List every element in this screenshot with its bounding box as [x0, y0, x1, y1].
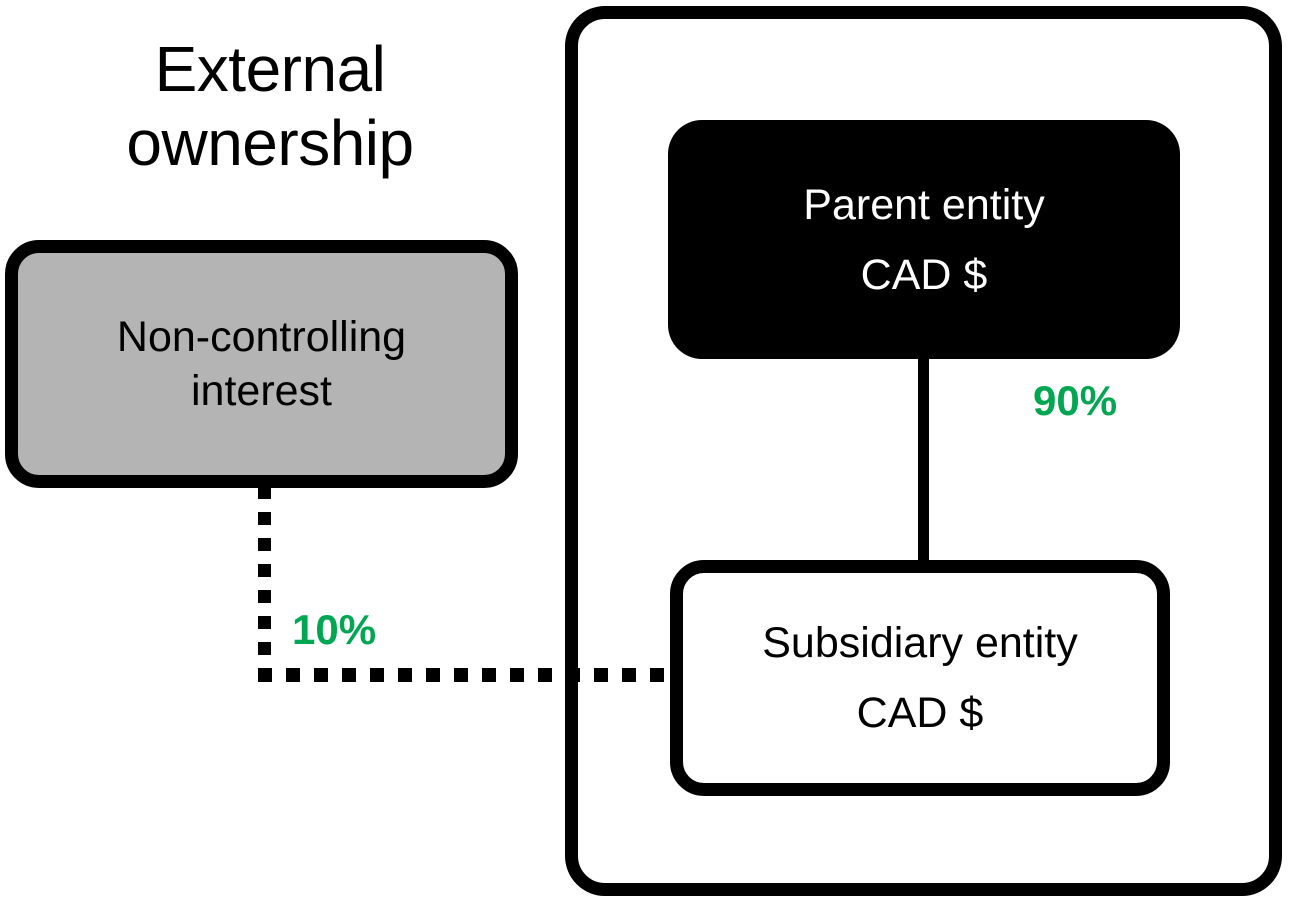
parent-to-subsidiary-connector — [918, 356, 929, 564]
non-controlling-interest-label-line2: interest — [190, 367, 332, 415]
subsidiary-entity-box[interactable]: Subsidiary entity CAD $ — [670, 560, 1170, 796]
parent-ownership-percentage: 90% — [1033, 377, 1118, 424]
subsidiary-entity-name: Subsidiary entity — [762, 619, 1078, 667]
external-ownership-heading-line1: External — [154, 33, 386, 105]
parent-entity-box[interactable]: Parent entity CAD $ — [668, 120, 1180, 359]
nci-to-subsidiary-connector-vertical — [258, 486, 271, 676]
non-controlling-interest-label-line1: Non-controlling — [116, 313, 407, 361]
nci-to-subsidiary-connector-horizontal — [258, 668, 678, 682]
external-ownership-heading-line2: ownership — [126, 107, 414, 179]
nci-ownership-percentage: 10% — [292, 606, 377, 653]
external-ownership-heading: External ownership — [0, 32, 540, 180]
non-controlling-interest-box[interactable]: Non-controlling interest — [5, 240, 518, 488]
subsidiary-entity-currency: CAD $ — [856, 689, 984, 737]
parent-entity-name: Parent entity — [803, 180, 1045, 229]
parent-entity-currency: CAD $ — [860, 250, 988, 299]
non-controlling-interest-label: Non-controlling interest — [117, 310, 406, 418]
